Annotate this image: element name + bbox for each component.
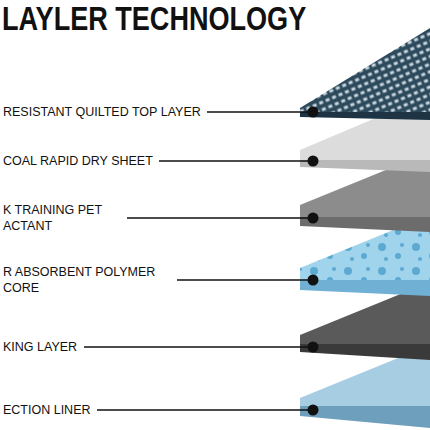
layer-label: K TRAINING PET ACTANT — [3, 202, 121, 234]
leader-dot — [308, 342, 319, 353]
diagram-title: LAYLER TECHNOLOGY — [2, 0, 306, 38]
leader-dot — [308, 156, 319, 167]
leader-line — [177, 279, 313, 281]
absorbent-core-layer — [300, 215, 430, 296]
leader-dot — [308, 107, 319, 118]
protection-liner-layer — [300, 345, 430, 428]
leader-dot — [308, 275, 319, 286]
leader-line — [159, 160, 313, 162]
layer-label: R ABSORBENT POLYMER CORE — [3, 264, 171, 296]
leader-dot — [308, 213, 319, 224]
leader-line — [97, 409, 313, 411]
layer-label: KING LAYER — [3, 339, 78, 355]
quilted-top-layer — [300, 28, 430, 120]
attractant-layer — [300, 152, 430, 232]
leader-dot — [308, 405, 319, 416]
leader-line — [84, 346, 313, 348]
layer-label: COAL RAPID DRY SHEET — [3, 153, 153, 169]
layer-label: ECTION LINER — [3, 402, 91, 418]
layer-label: RESISTANT QUILTED TOP LAYER — [3, 104, 201, 120]
leader-line — [127, 217, 313, 219]
leader-line — [207, 111, 313, 113]
